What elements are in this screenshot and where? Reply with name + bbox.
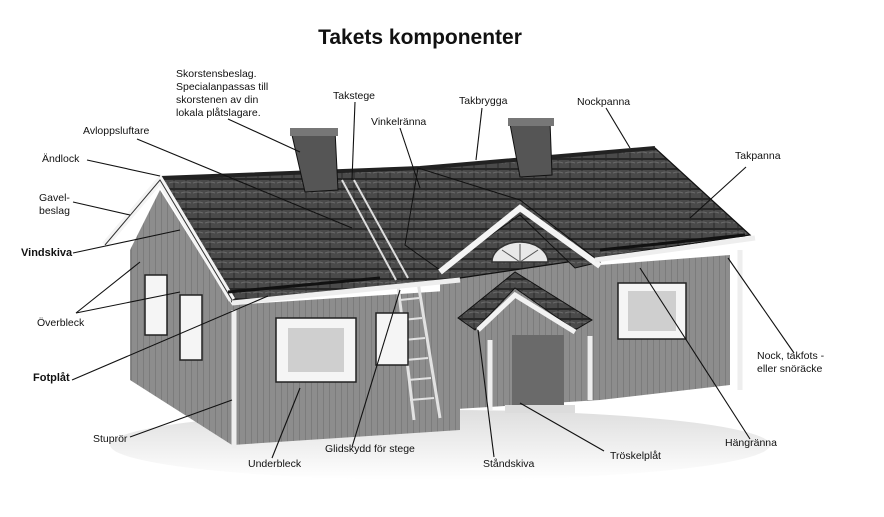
leader-lines (71, 101, 795, 459)
half-round-window-mullions (501, 244, 539, 263)
ridge (159, 146, 656, 180)
porch-door (512, 335, 564, 405)
label-nockpanna: Nockpanna (577, 96, 631, 108)
porch-step (505, 405, 575, 413)
snow-rail-left (227, 276, 381, 294)
chimney-right-cap (508, 118, 554, 126)
window-front-small (375, 312, 409, 366)
roof-ladder (341, 179, 409, 281)
label-vinkelranna: Vinkelränna (371, 116, 427, 128)
label-takstege: Takstege (333, 90, 376, 102)
diagram-title: Takets komponenter (318, 26, 522, 49)
label-andlock: Ändlock (42, 153, 80, 165)
label-skorstensbeslag: Skorstensbeslag. Specialanpassas till sk… (176, 68, 269, 119)
wall-ladder-rungs (399, 297, 435, 401)
label-vindskiva: Vindskiva (21, 247, 73, 259)
window-front-left-glass (288, 328, 344, 372)
label-takpanna: Takpanna (735, 150, 781, 162)
chimney-left-cap (290, 128, 338, 136)
gable-trim-edge (104, 179, 233, 301)
label-standskiva: Ståndskiva (483, 458, 535, 470)
gutter-right (594, 235, 756, 263)
label-nock-takfots: Nock, takfots - eller snöräcke (757, 350, 825, 375)
gutter-left (231, 277, 461, 306)
label-avloppsluftare: Avloppsluftare (83, 125, 150, 137)
cross-gable-trim (438, 204, 602, 275)
label-overbleck: Överbleck (37, 317, 85, 329)
label-fotplat: Fotplåt (33, 372, 70, 384)
label-hangranna: Hängränna (725, 437, 777, 449)
porch-posts (487, 336, 593, 410)
label-gavelbeslag: Gavel- beslag (39, 192, 70, 217)
porch-trim (476, 291, 577, 335)
label-stupror: Stuprör (93, 433, 128, 445)
window-gable-2 (179, 294, 203, 361)
label-takbrygga: Takbrygga (459, 95, 508, 107)
label-underbleck: Underbleck (248, 458, 302, 470)
label-glidskydd: Glidskydd för stege (325, 443, 415, 455)
window-front-right-glass (628, 291, 676, 331)
snow-rail-right (599, 233, 746, 252)
window-gable-1 (144, 274, 168, 336)
label-troskelplat: Tröskelplåt (610, 450, 661, 462)
